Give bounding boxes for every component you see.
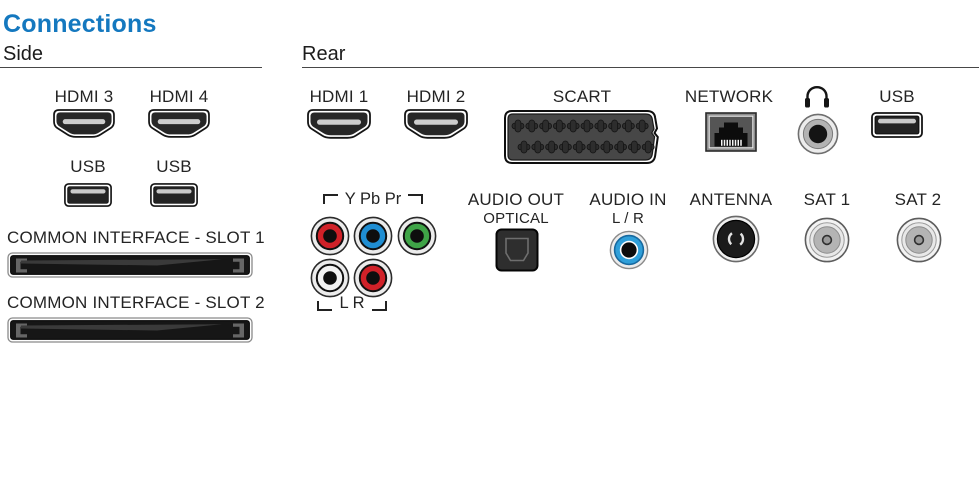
bracket-bottom-right: [371, 301, 387, 311]
rear-usb-label: USB: [879, 87, 915, 106]
network-port-icon: [705, 112, 757, 152]
antenna-label: ANTENNA: [689, 190, 773, 209]
bracket-top-left: [322, 194, 338, 204]
side-usb-right-port-icon: [150, 183, 198, 207]
component-audio-label-group: L R: [302, 294, 402, 313]
scart-label: SCART: [552, 87, 612, 106]
audio-out-type-label: OPTICAL: [483, 210, 549, 227]
audio-out-label: AUDIO OUT: [467, 190, 565, 209]
bracket-bottom-left: [317, 301, 333, 311]
hdmi2-label: HDMI 2: [406, 87, 466, 106]
hdmi1-port-icon: [307, 109, 371, 139]
headphones-jack-icon: [797, 113, 839, 155]
component-audio-label: L R: [339, 294, 365, 312]
sat1-port-icon: [804, 217, 850, 263]
side-usb-left-label: USB: [70, 157, 106, 176]
component-video-label: Y Pb Pr: [344, 190, 402, 208]
audio-in-label: AUDIO IN: [589, 190, 667, 209]
component-y-jack-icon: [397, 216, 437, 256]
component-pb-jack-icon: [353, 216, 393, 256]
bracket-top-right: [408, 194, 424, 204]
hdmi1-label: HDMI 1: [309, 87, 369, 106]
ci-slot1-label: COMMON INTERFACE - SLOT 1: [7, 228, 265, 247]
ci-slot1-icon: [7, 252, 253, 278]
hdmi2-port-icon: [404, 109, 468, 139]
audio-right-jack-icon: [353, 258, 393, 298]
rear-section-rule: [302, 67, 979, 68]
hdmi4-label: HDMI 4: [149, 87, 209, 106]
audio-in-type-label: L / R: [611, 210, 645, 227]
hdmi3-label: HDMI 3: [54, 87, 114, 106]
rear-usb-port-icon: [871, 112, 923, 138]
rear-section-heading: Rear: [302, 43, 346, 65]
optical-port-icon: [495, 228, 539, 272]
antenna-port-icon: [712, 215, 760, 263]
headphones-icon: [805, 85, 829, 108]
network-label: NETWORK: [684, 87, 774, 106]
ci-slot2-label: COMMON INTERFACE - SLOT 2: [7, 293, 265, 312]
audio-in-jack-icon: [609, 230, 649, 270]
component-video-label-group: Y Pb Pr: [313, 190, 433, 209]
ci-slot2-icon: [7, 317, 253, 343]
audio-left-jack-icon: [310, 258, 350, 298]
sat2-port-icon: [896, 217, 942, 263]
side-usb-right-label: USB: [156, 157, 192, 176]
side-usb-left-port-icon: [64, 183, 112, 207]
hdmi3-port-icon: [53, 109, 115, 138]
side-section-rule: [0, 67, 262, 68]
page-title: Connections: [3, 10, 157, 38]
hdmi4-port-icon: [148, 109, 210, 138]
side-section-heading: Side: [3, 43, 44, 65]
sat2-label: SAT 2: [894, 190, 942, 209]
sat1-label: SAT 1: [803, 190, 851, 209]
component-pr-jack-icon: [310, 216, 350, 256]
scart-port-icon: [504, 110, 659, 164]
